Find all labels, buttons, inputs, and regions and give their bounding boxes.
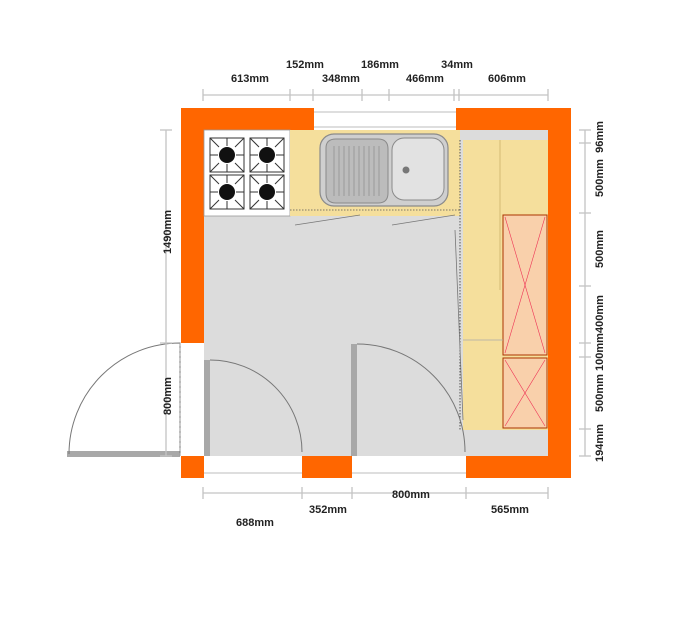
dim-top-186: 186mm	[361, 59, 399, 71]
dim-top-613: 613mm	[231, 73, 269, 85]
dim-right-500-c: 500mm	[594, 374, 606, 412]
hob-worktop	[203, 129, 291, 217]
wall-right	[548, 108, 571, 478]
dim-right-194: 194mm	[594, 424, 606, 462]
dimension-labels: 152mm 186mm 34mm 613mm 348mm 466mm 606mm…	[162, 59, 606, 529]
dim-left-1490: 1490mm	[162, 210, 174, 254]
dim-bottom-565: 565mm	[491, 504, 529, 516]
wall-top-left	[181, 108, 314, 130]
wall-top-right	[456, 108, 571, 130]
wall-bottom-right	[466, 456, 571, 478]
dim-bottom-688: 688mm	[236, 517, 274, 529]
dim-right-500-a: 500mm	[594, 159, 606, 197]
dim-right-500-b: 500mm	[594, 230, 606, 268]
dim-right-96: 96mm	[594, 121, 606, 153]
dim-top-466: 466mm	[406, 73, 444, 85]
wall-bottom-mid	[302, 456, 352, 478]
walls	[181, 108, 571, 478]
dim-top-152: 152mm	[286, 59, 324, 71]
dim-top-606: 606mm	[488, 73, 526, 85]
dimension-lines	[160, 89, 591, 499]
wall-left-upper	[181, 108, 204, 343]
sink-icon	[319, 133, 449, 207]
hob-icon	[209, 137, 285, 210]
dim-left-800: 800mm	[162, 377, 174, 415]
wall-bottom-left-stub	[181, 456, 204, 478]
dim-top-348: 348mm	[322, 73, 360, 85]
dim-top-34: 34mm	[441, 59, 473, 71]
door-swing-icon	[67, 342, 466, 457]
dim-bottom-352: 352mm	[309, 504, 347, 516]
dim-right-100: 100mm	[594, 333, 606, 371]
dim-right-400: 400mm	[594, 295, 606, 333]
dim-bottom-800: 800mm	[392, 489, 430, 501]
